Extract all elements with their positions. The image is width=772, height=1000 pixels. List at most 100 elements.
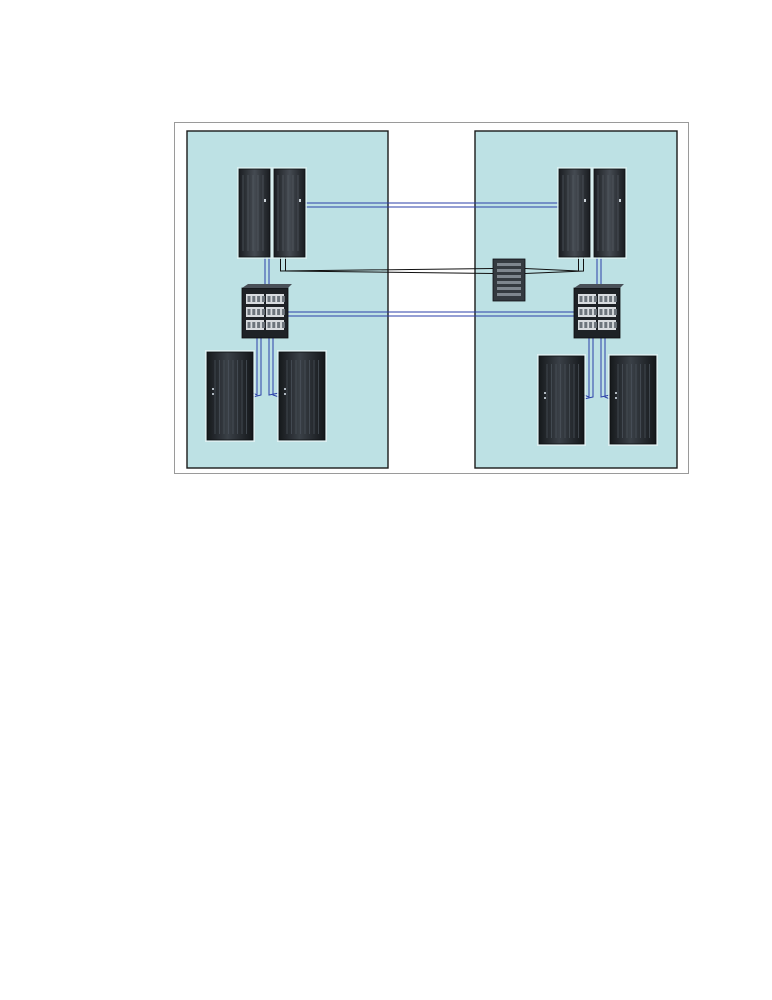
switch-right-port: [604, 322, 608, 328]
switch-right-port: [593, 322, 597, 328]
switch-left-port: [257, 322, 261, 328]
switch-left-port: [252, 309, 256, 315]
switch-left-port: [252, 296, 256, 302]
link-mainframe-left-to-timer-center-strand: [285, 257, 494, 274]
timer-center-bay: [497, 263, 521, 266]
switch-left-port: [272, 322, 276, 328]
switch-left-port: [267, 296, 271, 302]
switch-right-port: [579, 296, 583, 302]
switch-left-port: [247, 296, 251, 302]
switch-left-port: [267, 309, 271, 315]
switch-left-port: [261, 296, 265, 302]
switch-right-port: [584, 309, 588, 315]
link-switch-left-to-storage-left-a-strand: [252, 338, 262, 398]
switch-right-switch-icon: [573, 284, 624, 339]
storage-right-a-led: [544, 397, 546, 399]
storage-left-a-led: [212, 393, 214, 395]
switch-left-port: [247, 309, 251, 315]
switch-left-port: [247, 322, 251, 328]
timer-center-bay: [497, 287, 521, 290]
storage-right-b-led: [615, 397, 617, 399]
switch-right-port: [613, 296, 617, 302]
storage-right-a-led: [544, 392, 546, 394]
link-mainframe-left-to-switch-left: [264, 257, 270, 288]
timer-center-bay: [497, 293, 521, 296]
storage-right-a-cabinet: [538, 355, 585, 445]
switch-left-port: [277, 296, 281, 302]
timer-center-bay: [497, 275, 521, 278]
switch-right-port: [613, 322, 617, 328]
switch-left-port: [257, 296, 261, 302]
link-mainframe-left-to-mainframe-right: [305, 202, 559, 208]
switch-left-port: [277, 322, 281, 328]
storage-left-a-cabinet: [206, 351, 254, 441]
storage-left-b-led: [284, 388, 286, 390]
switch-right-port: [579, 322, 583, 328]
storage-left-a-storage-icon: [205, 350, 255, 442]
switch-right-port: [593, 309, 597, 315]
mainframe-left-led: [264, 199, 266, 202]
mainframe-right-frame-2: [593, 168, 626, 258]
switch-right-top: [574, 284, 624, 288]
switch-left-port: [261, 322, 265, 328]
mainframe-left-led: [299, 199, 301, 202]
mainframe-right-led: [584, 199, 586, 202]
switch-left-top: [242, 284, 292, 288]
switch-left-port: [261, 309, 265, 315]
switch-left-port: [272, 296, 276, 302]
switch-left-switch-icon: [241, 284, 292, 339]
storage-left-b-led: [284, 393, 286, 395]
link-switch-left-to-storage-left-b-strand: [268, 338, 280, 396]
storage-right-b-led: [615, 392, 617, 394]
switch-right-port: [593, 296, 597, 302]
switch-right-port: [609, 322, 613, 328]
switch-left-port: [281, 296, 285, 302]
switch-right-port: [609, 309, 613, 315]
switch-right-port: [589, 309, 593, 315]
timer-center-timer-icon: [492, 258, 526, 302]
switch-left-port: [257, 309, 261, 315]
mainframe-left-frame-2: [273, 168, 306, 258]
switch-left-port: [267, 322, 271, 328]
switch-right-port: [604, 309, 608, 315]
storage-left-b-cabinet: [278, 351, 326, 441]
mainframe-right-led: [619, 199, 621, 202]
link-switch-right-to-storage-right-a-strand: [583, 338, 594, 400]
storage-left-b-storage-icon: [277, 350, 327, 442]
switch-left-port: [272, 309, 276, 315]
switch-right-port: [604, 296, 608, 302]
diagram-canvas: [186, 130, 678, 469]
switch-right-port: [584, 296, 588, 302]
timer-center-bay: [497, 269, 521, 272]
link-switch-left-to-switch-right: [288, 311, 574, 317]
mainframe-left-frame-1: [238, 168, 271, 258]
switch-right-port: [579, 309, 583, 315]
switch-right-port: [599, 309, 603, 315]
switch-right-port: [613, 309, 617, 315]
switch-left-port: [281, 322, 285, 328]
storage-left-a-led: [212, 388, 214, 390]
timer-center-bay: [497, 281, 521, 284]
switch-left-port: [252, 322, 256, 328]
switch-right-port: [589, 296, 593, 302]
link-switch-right-to-storage-right-b-strand: [600, 338, 611, 398]
link-mainframe-left-to-timer-center-strand: [280, 257, 494, 272]
storage-right-b-storage-icon: [608, 354, 658, 446]
diagram-figure: [174, 122, 689, 474]
link-mainframe-right-to-switch-right: [596, 257, 602, 288]
storage-right-b-cabinet: [609, 355, 657, 445]
link-mainframe-left-to-timer-center: [280, 257, 494, 274]
mainframe-right-frame-1: [558, 168, 591, 258]
link-timer-center-to-mainframe-right: [524, 257, 584, 274]
mainframe-left-mainframe-icon: [237, 167, 307, 259]
storage-right-a-storage-icon: [537, 354, 586, 446]
switch-right-port: [609, 296, 613, 302]
switch-right-port: [599, 322, 603, 328]
switch-left-port: [277, 309, 281, 315]
switch-left-port: [281, 309, 285, 315]
switch-right-port: [599, 296, 603, 302]
mainframe-right-mainframe-icon: [557, 167, 627, 259]
link-timer-center-to-mainframe-right-strand: [524, 257, 584, 274]
switch-right-port: [584, 322, 588, 328]
switch-right-port: [589, 322, 593, 328]
